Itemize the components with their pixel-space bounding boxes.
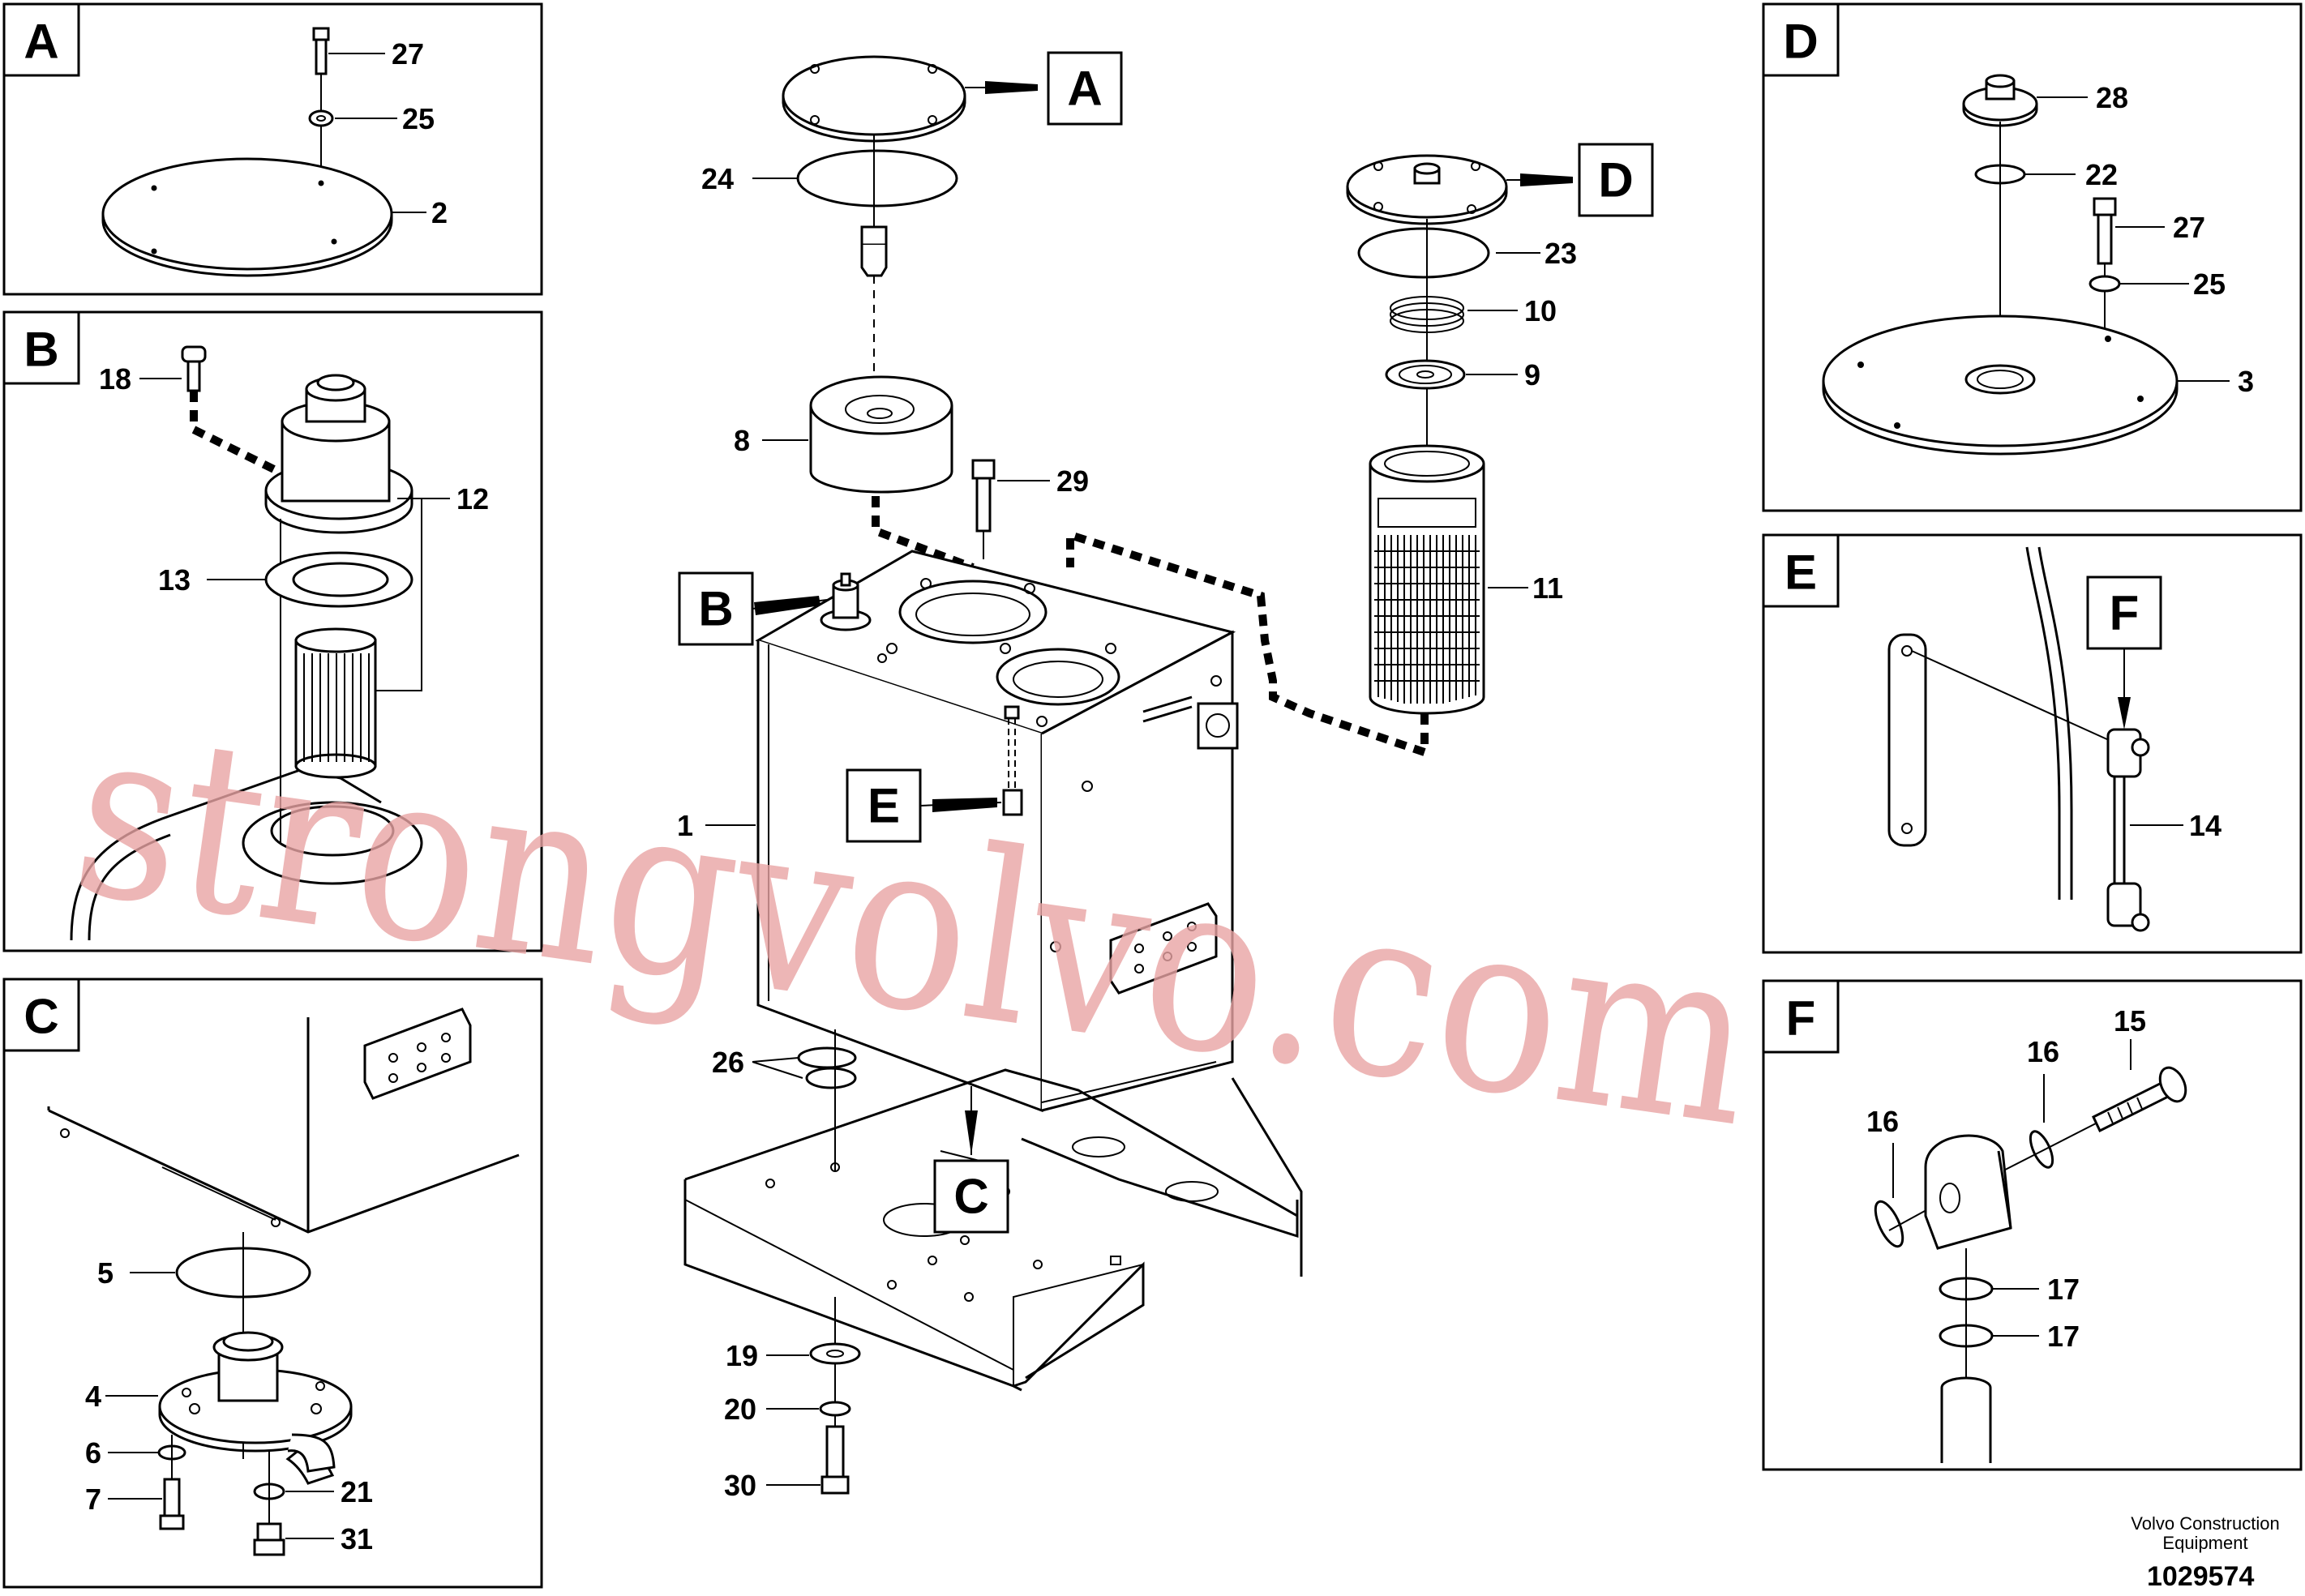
svg-text:29: 29 [1056,464,1089,498]
o-ring-icon [1357,227,1490,279]
svg-text:5: 5 [97,1256,114,1290]
svg-text:7: 7 [85,1483,101,1516]
panel-c-letter: C [24,990,58,1044]
svg-text:11: 11 [1532,571,1563,605]
svg-text:20: 20 [724,1393,756,1426]
svg-text:2: 2 [431,196,448,229]
banjo-fitting-icon [1924,1134,2012,1250]
callout-f-letter: F [2110,586,2140,640]
tank-cover-icon [782,55,966,143]
sealing-ring-icon [2029,1130,2054,1169]
spring-icon [1390,296,1464,333]
mounting-bracket-icon [1887,633,1927,847]
svg-text:17: 17 [2047,1273,2080,1306]
callout-c-letter: C [953,1170,988,1224]
svg-text:1: 1 [677,809,693,842]
svg-text:25: 25 [402,102,435,135]
svg-text:21: 21 [341,1475,373,1508]
screw-icon [181,345,207,392]
level-gauge-icon [2106,728,2150,932]
panel-e-letter: E [1784,546,1817,600]
svg-text:16: 16 [1866,1105,1899,1138]
svg-text:17: 17 [2047,1320,2080,1353]
svg-text:15: 15 [2114,1004,2146,1038]
svg-text:14: 14 [2189,809,2221,842]
detail-panel-e: E F 14 [1762,533,2303,954]
footer-drawing-number: 1029574 [2147,1561,2254,1592]
svg-text:25: 25 [2193,267,2226,301]
cover-plate-icon [101,157,393,277]
svg-text:23: 23 [1545,237,1577,270]
detail-panel-a: A 27 25 2 [2,2,543,296]
footer-company-line2: Equipment [2162,1533,2247,1553]
panel-a-letter: A [24,15,58,69]
washer-icon [2089,275,2121,293]
svg-text:13: 13 [158,563,191,597]
svg-text:27: 27 [392,37,424,71]
detail-panel-d: D 28 22 27 25 3 [1762,2,2303,512]
bolt-icon [820,1425,850,1495]
bolt-icon [2093,197,2117,265]
washer-icon [308,109,334,127]
panel-b-letter: B [24,323,58,377]
detail-panel-b: B 18 13 [2,310,543,952]
svg-text:10: 10 [1524,294,1557,327]
callout-a-letter: A [1067,62,1102,116]
svg-text:28: 28 [2096,81,2128,114]
svg-text:9: 9 [1524,358,1540,392]
svg-text:16: 16 [2027,1035,2059,1068]
svg-text:26: 26 [712,1046,744,1079]
svg-text:4: 4 [85,1380,101,1413]
svg-text:30: 30 [724,1469,756,1502]
breather-filter-assembly-icon [264,374,413,534]
washer-icon [805,1067,857,1089]
suction-flange-icon [158,1331,353,1485]
svg-text:3: 3 [2238,365,2254,398]
return-filter-element-icon [1369,444,1485,715]
washer-icon [809,1342,861,1365]
bolt-icon [971,459,996,533]
svg-text:27: 27 [2173,211,2205,244]
port-plate-icon [363,1008,472,1100]
svg-text:8: 8 [734,424,750,457]
main-assembly-view: A 24 8 29 [677,51,1654,1502]
detail-panel-c: C 5 4 [2,978,543,1589]
callout-b-letter: B [698,582,733,636]
panel-f-letter: F [1786,991,1816,1046]
svg-text:24: 24 [701,162,734,195]
cover-plate-icon [1822,314,2179,456]
panel-d-letter: D [1783,15,1818,69]
filter-cover-icon [1346,154,1508,225]
callout-d-letter: D [1598,153,1633,208]
banjo-bolt-icon [2092,1066,2187,1133]
svg-text:12: 12 [456,482,489,516]
hydraulic-tank-icon [755,550,1239,1113]
drain-plug-icon [253,1522,285,1556]
strainer-icon [809,375,953,494]
frame-icon [683,1068,1303,1392]
svg-text:19: 19 [726,1339,758,1372]
bypass-valve-icon [1385,359,1466,390]
o-ring-icon [175,1247,311,1299]
callout-e-letter: E [868,779,900,833]
o-ring-icon [796,149,958,208]
svg-text:31: 31 [341,1522,373,1555]
lock-washer-icon [819,1401,851,1417]
svg-text:18: 18 [99,362,131,396]
gasket-icon [264,551,413,608]
filter-element-icon [294,627,377,779]
bolt-icon [312,27,330,75]
footer-company-line1: Volvo Construction [2131,1513,2279,1534]
svg-text:6: 6 [85,1436,101,1470]
detail-panel-f: F 15 16 16 [1762,979,2303,1471]
bolt-icon [159,1478,185,1530]
footer: Volvo Construction Equipment 1029574 [2131,1513,2279,1592]
sealing-ring-icon [1874,1200,1904,1248]
filler-cap-icon [1962,74,2038,127]
svg-text:22: 22 [2085,158,2118,191]
fitting-icon [860,225,888,277]
